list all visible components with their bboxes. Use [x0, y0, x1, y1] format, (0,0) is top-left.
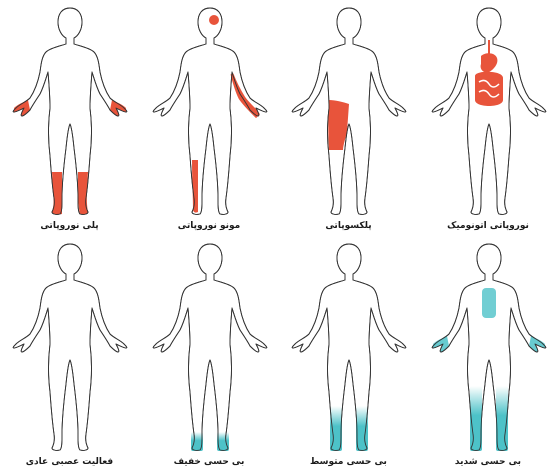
body-outline-severe-numbness — [419, 236, 558, 456]
figure-caption: بی حسی خفیف — [140, 457, 279, 467]
figure-caption: بی حسی شدید — [419, 457, 558, 467]
body-silhouette — [292, 244, 406, 450]
body-silhouette — [292, 8, 406, 214]
body-silhouette — [13, 8, 127, 214]
figure-plexopathy: پلکسوپاتی — [279, 0, 418, 235]
severe-numbness-left-leg-highlight — [496, 386, 508, 451]
figure-mild-numbness: بی حسی خفیف — [140, 236, 279, 471]
body-outline-plexopathy — [279, 0, 418, 220]
body-outline-normal — [0, 236, 139, 456]
body-silhouette — [432, 8, 546, 214]
figure-mononeuropathy: مونو نوروپاتی — [140, 0, 279, 235]
body-silhouette — [432, 244, 546, 450]
figure-autonomic-neuropathy: نوروپاتی اتونومیک — [419, 0, 558, 235]
figure-caption: پلی نوروپاتی — [0, 221, 139, 231]
figure-caption: نوروپاتی اتونومیک — [419, 221, 558, 231]
body-outline-mild-numbness — [140, 236, 279, 456]
body-outline-autonomic-neuropathy — [419, 0, 558, 220]
body-outline-moderate-numbness — [279, 236, 418, 456]
figure-distal-polyneuropathy: پلی نوروپاتی — [0, 0, 139, 235]
figure-caption: مونو نوروپاتی — [140, 221, 279, 231]
body-outline-mononeuropathy — [140, 0, 279, 220]
body-silhouette — [153, 244, 267, 450]
figure-caption: پلکسوپاتی — [279, 221, 418, 231]
autonomic-neuropathy-intestine-highlight — [475, 72, 503, 106]
figure-moderate-numbness: بی حسی متوسط — [279, 236, 418, 471]
mononeuropathy-eye-highlight — [209, 15, 219, 25]
severe-numbness-back-highlight — [482, 288, 496, 318]
figure-caption: فعالیت عصبی عادی — [0, 457, 139, 467]
figure-normal: فعالیت عصبی عادی — [0, 236, 139, 471]
body-outline-distal-polyneuropathy — [0, 0, 139, 220]
body-silhouette — [13, 244, 127, 450]
severe-numbness-right-leg-highlight — [470, 386, 482, 451]
figure-caption: بی حسی متوسط — [279, 457, 418, 467]
figure-severe-numbness: بی حسی شدید — [419, 236, 558, 471]
